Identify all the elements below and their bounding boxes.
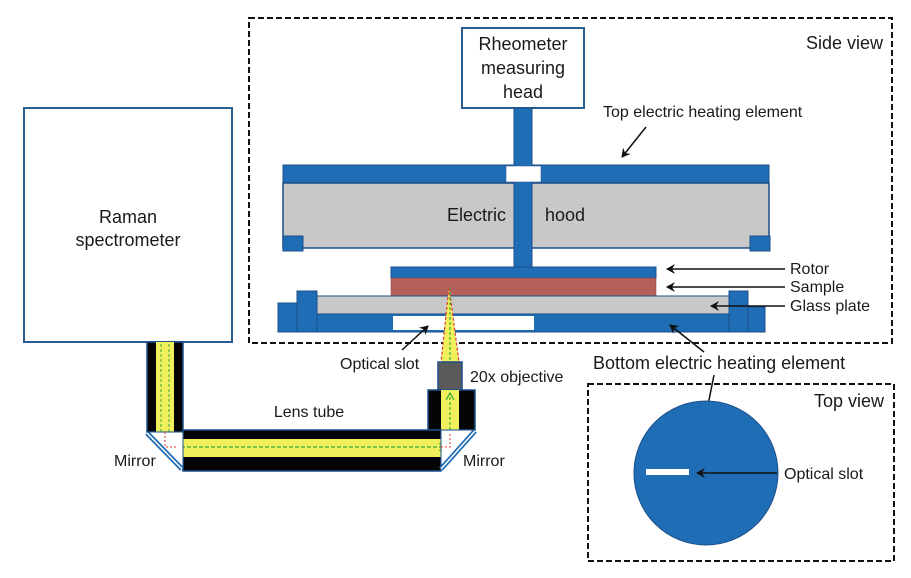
optical-slot-top — [646, 469, 689, 475]
rheometer-head-box — [461, 27, 585, 109]
lens-tube-label: Lens tube — [274, 404, 344, 421]
optical-slot-side-label: Optical slot — [340, 356, 420, 373]
glass-plate — [316, 295, 730, 315]
shaft-opening — [505, 165, 542, 183]
electric-hood-label-left: Electric — [447, 205, 506, 225]
top-heating-arrow — [621, 126, 647, 158]
raman-label-line2: spectrometer — [75, 230, 180, 250]
bottom-holder-left-low — [277, 302, 298, 333]
side-view-frame — [248, 17, 893, 344]
mirror-left-highlight — [146, 432, 183, 470]
mirror-left-beam-turn — [164, 432, 176, 448]
rotor — [390, 266, 657, 279]
rheometer-label-line1: Rheometer — [478, 34, 567, 54]
objective-label: 20x objective — [470, 369, 563, 386]
left-riser-beam — [156, 342, 174, 432]
bottom-holder-right-low — [747, 306, 766, 333]
optical-slot-side — [393, 316, 534, 330]
bottom-heating-label: Bottom electric heating element — [593, 353, 845, 373]
objective-body — [437, 361, 463, 391]
hood-foot-right — [749, 235, 771, 252]
hood-foot-left — [282, 235, 304, 252]
electric-hood-label-right: hood — [545, 205, 585, 225]
top-heating-label: Top electric heating element — [603, 104, 803, 121]
rheometer-label-line3: head — [503, 82, 543, 102]
top-view-frame — [587, 383, 895, 562]
sample-label: Sample — [790, 279, 844, 296]
bottom-heating-arrow — [669, 324, 705, 353]
glass-plate-label: Glass plate — [790, 298, 870, 315]
lens-tube-beam — [183, 439, 441, 457]
rheometer-shaft — [513, 107, 533, 269]
mirror-right-highlight — [440, 430, 476, 470]
optical-slot-top-label: Optical slot — [784, 466, 864, 483]
optical-slot-side-arrow — [401, 325, 429, 351]
mirror-left-label: Mirror — [114, 453, 156, 470]
raman-spectrometer-box — [23, 107, 233, 343]
side-view-label: Side view — [806, 33, 884, 53]
rheometer-label-line2: measuring — [481, 58, 565, 78]
sample — [390, 277, 657, 297]
rotor-label: Rotor — [790, 261, 830, 278]
mirror-right-beam-turn — [441, 432, 451, 448]
bottom-holder-right-tall — [728, 290, 749, 333]
bottom-holder-left-tall — [296, 290, 318, 333]
top-view-label: Top view — [814, 391, 885, 411]
raman-label-line1: Raman — [99, 207, 157, 227]
mirror-right-label: Mirror — [463, 453, 505, 470]
